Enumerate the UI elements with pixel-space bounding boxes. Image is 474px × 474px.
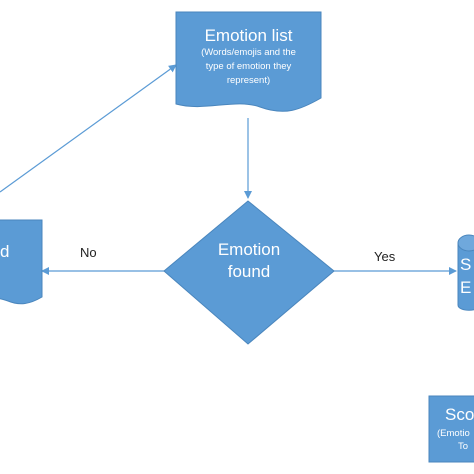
decision-label-line1: Emotion bbox=[217, 240, 281, 259]
emotion-list-title: Emotion list bbox=[204, 26, 293, 45]
left-document-shape bbox=[0, 219, 43, 305]
decision-label-line2: found bbox=[227, 262, 271, 281]
emotion-list-description-line1: (Words/emojis and the bbox=[201, 47, 296, 58]
database-label-line1: S bbox=[460, 255, 472, 274]
score-box-line1: (Emotio bbox=[437, 428, 470, 439]
emotion-list-description-line2: type of emotion they bbox=[205, 61, 292, 72]
database-label-clip: S E bbox=[458, 254, 474, 304]
emotion-list-document-shape bbox=[175, 11, 322, 112]
score-box-line2: To bbox=[458, 441, 469, 452]
connector-left-doc-to-emotion-list bbox=[0, 64, 177, 193]
score-box-label-clip: Sco (Emotio To bbox=[429, 396, 474, 462]
edge-label-yes: Yes bbox=[374, 249, 396, 264]
decision-diamond-shape bbox=[163, 200, 335, 345]
left-document-label: d bbox=[0, 242, 10, 261]
database-label-line2: E bbox=[460, 278, 472, 297]
emotion-list-description-line3: represent) bbox=[226, 75, 271, 86]
edge-label-no: No bbox=[80, 245, 97, 260]
database-cylinder-shape bbox=[457, 234, 474, 311]
score-box-title: Sco bbox=[445, 405, 474, 424]
score-box-shape bbox=[428, 395, 474, 463]
